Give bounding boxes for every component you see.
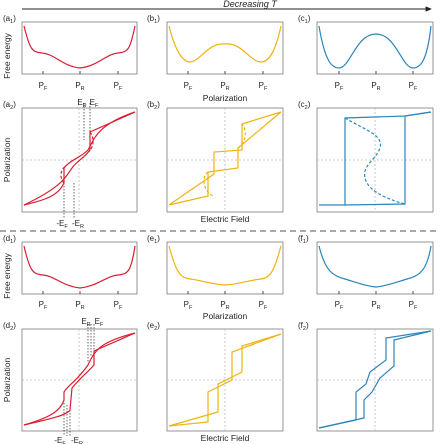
panel-label-b1: (b1): [147, 14, 160, 25]
free-energy-curve-f1: [318, 245, 432, 288]
panel-label-d2: (d2): [3, 321, 16, 332]
panel-a2: (a2) ER EF -EF -ER: [3, 98, 138, 230]
tick-pf-right-c1: PF: [409, 81, 418, 92]
hysteresis-loop-b2: [168, 111, 282, 206]
label-neg-er-a2: -ER: [72, 219, 84, 230]
loop-b2-unstable-branch: [203, 123, 246, 197]
panel-b1: (b1) PF PR PF Polarization: [147, 14, 284, 103]
tick-pf-right-d1: PF: [114, 300, 123, 311]
loop-a2-unstable-branch: [60, 131, 94, 184]
tick-pr-f1: PR: [371, 300, 380, 311]
panel-c2: (c2): [298, 100, 434, 213]
hysteresis-loop-d2: [23, 332, 136, 426]
panel-d2: (d2) ER EF -EF -ER: [3, 317, 138, 444]
y-axis-label-row3: Free energy: [2, 252, 12, 299]
tick-pf-left-a1: PF: [39, 81, 48, 92]
panel-f1: (f1) PF PR PF: [298, 234, 434, 311]
panel-c1: (c1) PF PR PF: [298, 14, 434, 92]
label-neg-ef-a2: -EF: [56, 219, 68, 230]
header-label: Decreasing T: [223, 0, 278, 9]
loop-f2-upper-branch: [318, 330, 432, 429]
x-axis-label-row3: Polarization: [203, 311, 248, 321]
label-neg-ef-d2: -EF: [54, 436, 66, 444]
loop-e2-upper-branch: [168, 333, 282, 427]
tick-pf-left-d1: PF: [39, 300, 48, 311]
hysteresis-loop-c2: [319, 111, 432, 206]
free-energy-curve-a1: [23, 25, 136, 69]
y-axis-label-row1: Free energy: [2, 32, 12, 79]
tick-pf-left-f1: PF: [335, 300, 344, 311]
tick-pf-right-a1: PF: [114, 81, 123, 92]
hysteresis-loop-a2: [23, 111, 136, 206]
tick-pf-left-e1: PF: [184, 300, 193, 311]
label-er-d2: ER: [81, 317, 90, 328]
tick-pf-left-c1: PF: [335, 81, 344, 92]
panel-label-e2: (e2): [147, 321, 160, 332]
x-axis-label-row1: Polarization: [203, 93, 248, 103]
y-axis-label-row4: Polarization: [2, 358, 12, 403]
tick-pf-right-e1: PF: [259, 300, 268, 311]
tick-pr-d1: PR: [75, 300, 84, 311]
label-ef-a2: EF: [90, 98, 99, 109]
free-energy-curve-d1: [23, 245, 136, 289]
panel-e1: (e1) PF PR PF Polarization: [147, 234, 284, 321]
panel-label-e1: (e1): [147, 234, 160, 245]
label-neg-er-d2: -ER: [71, 436, 83, 444]
free-energy-curve-c1: [318, 25, 432, 69]
loop-b2-upper-branch: [168, 111, 282, 206]
loop-f2-lower-branch: [318, 330, 432, 429]
panel-a1: (a1) PF PR PF: [3, 14, 138, 92]
tick-pf-left-b1: PF: [184, 81, 193, 92]
loop-e2-lower-branch: [168, 333, 282, 427]
tick-pf-right-f1: PF: [409, 300, 418, 311]
x-axis-label-row4: Electric Field: [201, 433, 250, 443]
hysteresis-loop-e2: [168, 333, 282, 427]
label-er-a2: ER: [77, 98, 86, 109]
panel-label-d1: (d1): [3, 234, 16, 245]
label-ef-d2: EF: [95, 317, 104, 328]
panel-label-c1: (c1): [298, 14, 311, 25]
panel-label-c2: (c2): [298, 100, 311, 111]
panel-label-a2: (a2): [3, 100, 16, 111]
hysteresis-loop-f2: [318, 330, 432, 429]
panel-label-b2: (b2): [147, 100, 160, 111]
free-energy-curve-b1: [168, 25, 282, 63]
loop-d2-upper-branch: [23, 332, 136, 426]
loop-a2-upper-branch: [23, 111, 136, 206]
tick-pr-b1: PR: [220, 81, 229, 92]
tick-pr-c1: PR: [371, 81, 380, 92]
loop-a2-lower-branch: [23, 111, 136, 206]
x-axis-label-row2: Electric Field: [201, 214, 250, 224]
tick-pr-a1: PR: [75, 81, 84, 92]
tick-pr-e1: PR: [220, 300, 229, 311]
panel-b2: (b2) Electric Field: [147, 100, 284, 224]
panel-label-f1: (f1): [298, 234, 309, 245]
loop-c2-lower-branch: [344, 111, 432, 206]
loop-c2-unstable-branch: [344, 117, 406, 205]
panel-e2: (e2) Electric Field: [147, 321, 284, 443]
panel-label-a1: (a1): [3, 14, 16, 25]
tick-pf-right-b1: PF: [259, 81, 268, 92]
panel-d1: (d1) PF PR PF: [3, 234, 138, 311]
loop-d2-lower-branch: [23, 332, 136, 426]
y-axis-label-row2: Polarization: [2, 138, 12, 183]
free-energy-curve-e1: [168, 245, 282, 286]
loop-b2-lower-branch: [168, 111, 282, 206]
panel-label-f2: (f2): [298, 321, 309, 332]
panel-f2: (f2): [298, 321, 434, 432]
